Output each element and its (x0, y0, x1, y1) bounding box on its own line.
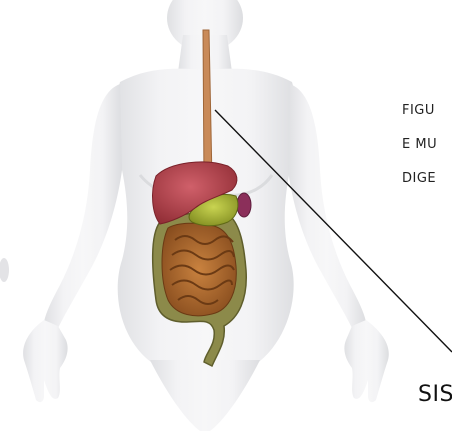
right-hand (344, 320, 388, 402)
spleen (237, 193, 251, 217)
caption-line-3: DIGE (402, 172, 436, 185)
legs (150, 360, 260, 431)
edge-fragment (0, 258, 9, 282)
left-hand (23, 320, 67, 402)
right-arm (288, 84, 366, 328)
caption-line-1: FIGU (402, 104, 435, 117)
small-intestine (162, 223, 236, 316)
left-arm (44, 84, 122, 328)
caption-line-2: E MU (402, 138, 437, 151)
diagram-title: SIS (418, 384, 452, 406)
